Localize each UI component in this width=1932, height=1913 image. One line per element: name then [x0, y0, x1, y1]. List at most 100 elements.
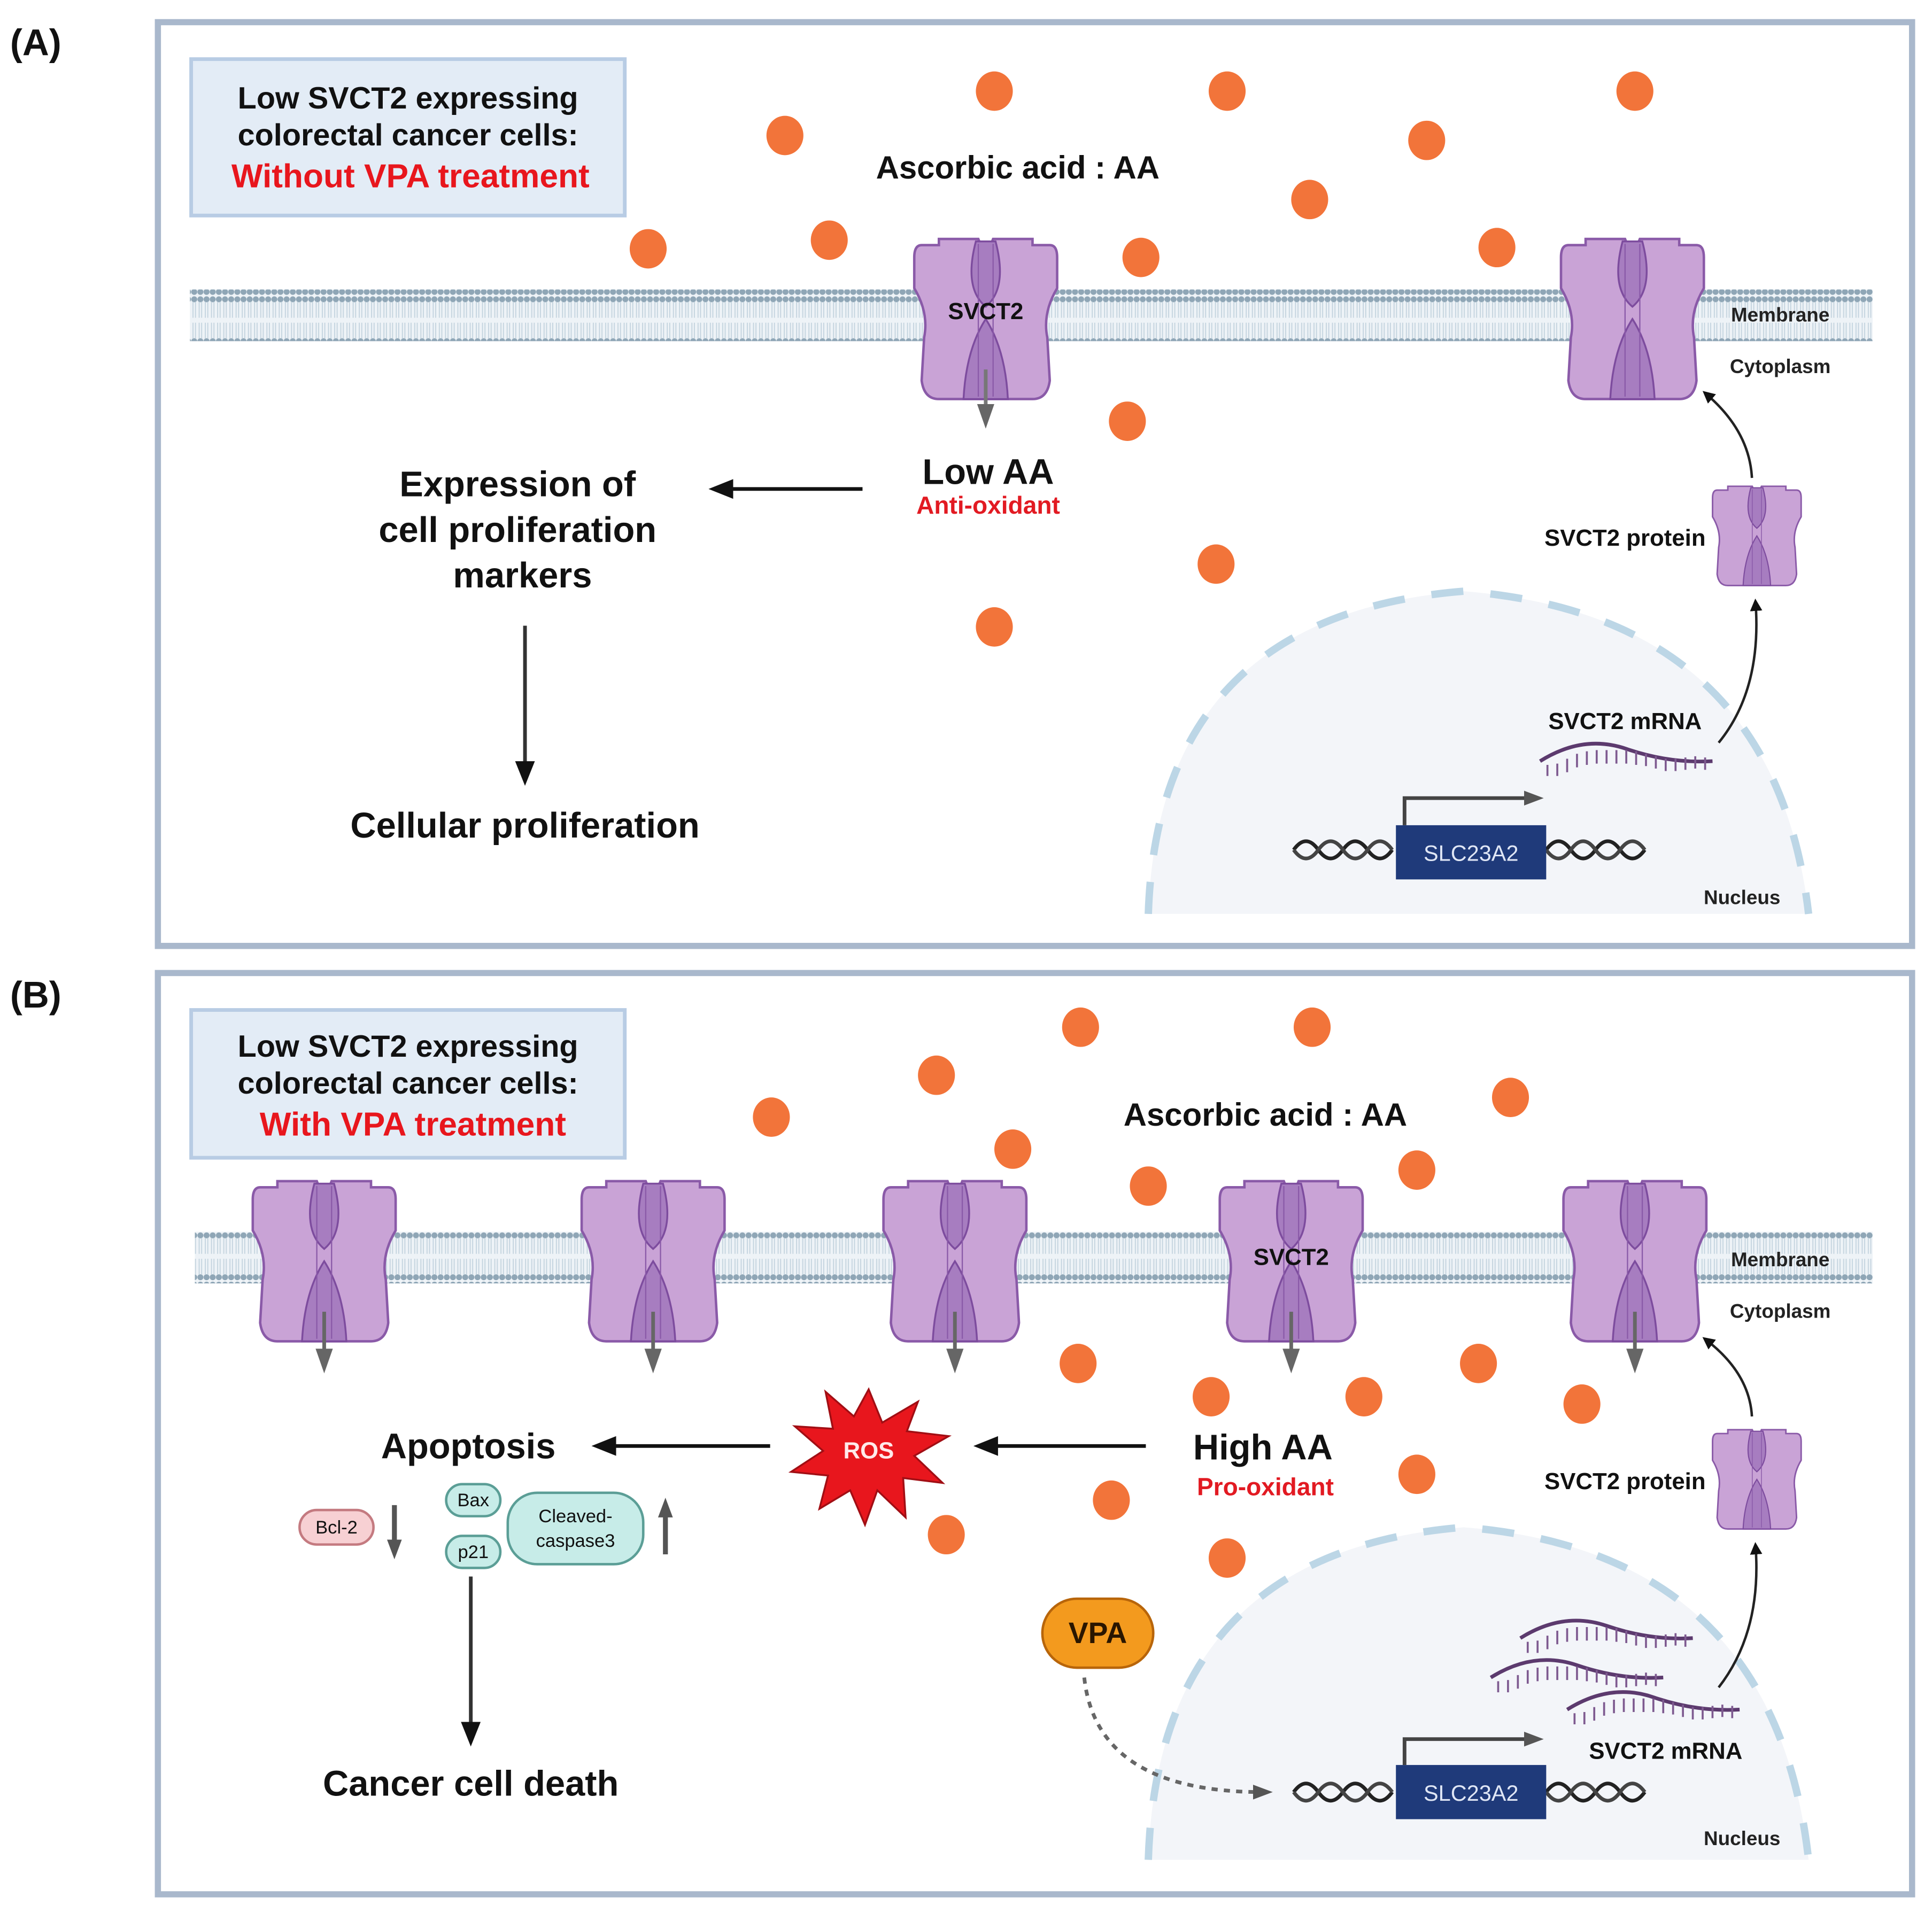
caspase-line-2: caspase3: [536, 1531, 615, 1551]
title-line-1: Low SVCT2 expressing: [238, 1029, 578, 1064]
vpa-induction-arrow: [1082, 1677, 1273, 1800]
mrna-label: SVCT2 mRNA: [1548, 708, 1702, 734]
marker-bcl2: Bcl-2: [298, 1508, 375, 1546]
mrna-label: SVCT2 mRNA: [1589, 1738, 1742, 1764]
svct2-protein-icon: [1712, 485, 1802, 586]
svct2-label: SVCT2: [948, 298, 1023, 324]
aa-particle: [1109, 401, 1146, 441]
title-condition: With VPA treatment: [260, 1106, 566, 1143]
title-line-1: Low SVCT2 expressing: [238, 81, 578, 115]
transcription-arrow: [1402, 1731, 1544, 1765]
svct2-label: SVCT2: [1254, 1244, 1329, 1271]
aa-particle: [1345, 1377, 1382, 1416]
bcl2-label: Bcl-2: [315, 1517, 358, 1538]
ascorbic-acid-label: Ascorbic acid : AA: [1124, 1097, 1407, 1133]
transcription-arrow: [1402, 791, 1544, 825]
outcome-line-1: Expression of: [399, 465, 636, 505]
panel-a-letter: (A): [10, 22, 61, 64]
aa-particle: [629, 229, 667, 269]
svct2-transporter-icon: [884, 1181, 1026, 1374]
arrow-protein-to-membrane: [1702, 391, 1753, 478]
cytoplasm-label: Cytoplasm: [1730, 1300, 1830, 1322]
aa-particle: [1062, 1007, 1099, 1047]
nucleus-b: Nucleus SLC23A2 SVCT2 mRNA: [1145, 1523, 1813, 1861]
vpa-label: VPA: [1069, 1616, 1127, 1649]
aa-particle: [1293, 1007, 1331, 1047]
svct2-transporter-icon: [582, 1181, 724, 1374]
outcome-line-2: cell proliferation: [378, 510, 656, 550]
aa-particle: [1208, 71, 1246, 111]
aa-particle: [1130, 1166, 1167, 1206]
marker-bax: Bax: [445, 1483, 502, 1517]
aa-role-label: Anti-oxidant: [916, 491, 1060, 519]
svct2-transporter-icon: [1564, 1181, 1706, 1374]
gene-label: SLC23A2: [1424, 841, 1519, 866]
cytoplasm-label: Cytoplasm: [1730, 355, 1830, 377]
svct2-protein-icon: [1712, 1429, 1802, 1530]
aa-particle: [976, 71, 1013, 111]
aa-particle: [918, 1055, 955, 1095]
aa-particle: [753, 1097, 790, 1137]
bax-label: Bax: [458, 1490, 490, 1511]
aa-particle: [1093, 1480, 1130, 1520]
aa-particle: [1060, 1344, 1097, 1383]
aa-particle: [1616, 71, 1653, 111]
ros-label: ROS: [844, 1437, 894, 1463]
aa-particle: [928, 1515, 965, 1555]
final-outcome-label: Cellular proliferation: [350, 806, 699, 846]
panel-a-title-box: Low SVCT2 expressing colorectal cancer c…: [189, 57, 627, 218]
aa-particles-b: [753, 1007, 1601, 1578]
panel-b-letter: (B): [10, 974, 61, 1016]
final-outcome-label: Cancer cell death: [323, 1764, 619, 1804]
aa-particle: [1398, 1150, 1435, 1190]
aa-level-label: Low AA: [922, 453, 1054, 492]
gene-box: [1396, 1765, 1547, 1819]
aa-particle: [1398, 1454, 1435, 1494]
svct2-transporter-icon: [1561, 239, 1704, 399]
aa-particle: [1408, 120, 1446, 160]
aa-particle: [994, 1129, 1032, 1169]
aa-particle: [1208, 1538, 1246, 1578]
panel-b-title-box: Low SVCT2 expressing colorectal cancer c…: [189, 1008, 627, 1160]
title-condition: Without VPA treatment: [231, 158, 590, 195]
vpa-drug: VPA: [1041, 1597, 1155, 1669]
protein-label: SVCT2 protein: [1544, 1468, 1706, 1494]
membrane-label: Membrane: [1731, 1249, 1829, 1271]
aa-particles-a: [629, 71, 1653, 647]
aa-particle: [766, 115, 803, 156]
aa-particle: [1460, 1344, 1497, 1383]
panel-a: (A) Low SVCT2 expressing colorectal canc…: [10, 19, 1915, 949]
aa-role-label: Pro-oxidant: [1197, 1473, 1334, 1500]
membrane-label: Membrane: [1731, 304, 1829, 326]
svct2-transporter-icon: [253, 1181, 396, 1374]
aa-particle: [1291, 180, 1328, 220]
ascorbic-acid-label: Ascorbic acid : AA: [876, 150, 1160, 185]
p21-label: p21: [458, 1542, 489, 1562]
aa-particle: [1563, 1384, 1601, 1424]
marker-p21: p21: [445, 1535, 502, 1569]
aa-level-label: High AA: [1193, 1428, 1333, 1468]
arrow-protein-to-membrane: [1702, 1337, 1753, 1417]
outcome-line-3: markers: [453, 556, 592, 595]
caspase-line-1: Cleaved-: [538, 1506, 612, 1527]
aa-particle: [1122, 237, 1160, 277]
marker-cleaved-caspase3: Cleaved- caspase3: [506, 1491, 645, 1566]
nucleus-label: Nucleus: [1704, 886, 1780, 908]
svct2-transporter-icon: SVCT2: [1220, 1181, 1363, 1374]
aa-particle: [810, 220, 848, 260]
protein-label: SVCT2 protein: [1544, 525, 1706, 551]
aa-particle: [1197, 544, 1235, 584]
aa-particle: [1491, 1078, 1529, 1118]
gene-label: SLC23A2: [1424, 1780, 1519, 1806]
title-line-2: colorectal cancer cells:: [238, 118, 578, 152]
arrow-mrna-to-protein: [1718, 1542, 1763, 1689]
gene-box: [1396, 825, 1547, 880]
aa-particle: [976, 607, 1013, 647]
arrow-mrna-to-protein: [1718, 598, 1763, 743]
nucleus-label: Nucleus: [1704, 1827, 1780, 1849]
panel-b: (B) Low SVCT2 expressing colorectal canc…: [10, 970, 1915, 1897]
nucleus-a: Nucleus SLC23A2 SVCT2 mRNA: [1145, 587, 1813, 915]
apoptosis-label: Apoptosis: [381, 1427, 556, 1466]
